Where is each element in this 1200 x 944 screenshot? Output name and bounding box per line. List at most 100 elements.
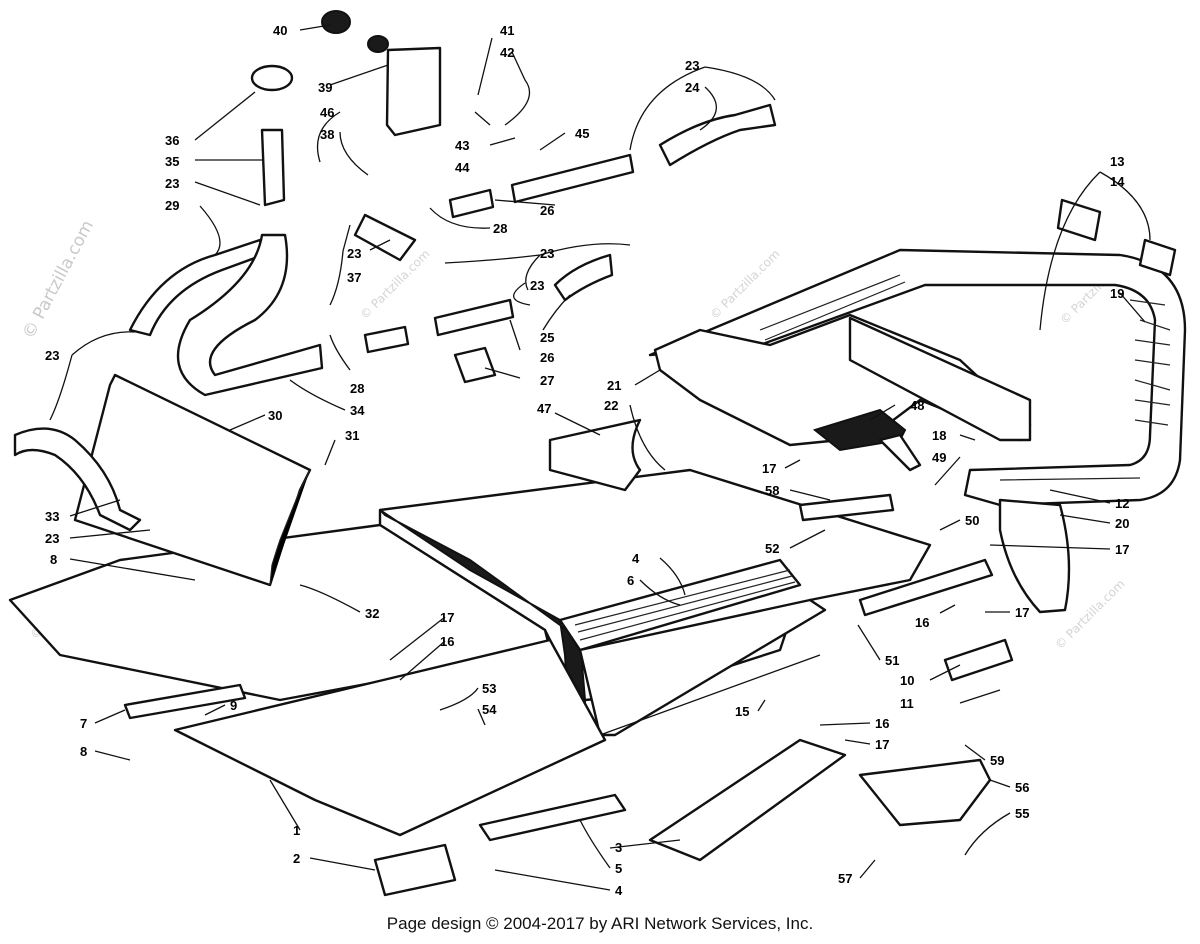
callout-31: 31 (345, 428, 359, 443)
callout-42: 42 (500, 45, 514, 60)
decal-14 (1138, 238, 1177, 277)
callout-15: 15 (735, 704, 749, 719)
tank-cap (321, 10, 351, 34)
callout-58: 58 (765, 483, 779, 498)
flap-hinge (878, 433, 922, 472)
callout-23-b: 23 (165, 176, 179, 191)
callout-12: 12 (1115, 496, 1129, 511)
pad-5 (478, 793, 627, 842)
callout-7: 7 (80, 716, 87, 731)
expansion-tank (385, 46, 442, 137)
callout-50: 50 (965, 513, 979, 528)
callout-23-g: 23 (45, 531, 59, 546)
board-rod (599, 654, 821, 736)
callout-14: 14 (1110, 174, 1125, 189)
tail-bracket (848, 316, 1032, 442)
bracket-7 (123, 683, 247, 720)
callout-30: 30 (268, 408, 282, 423)
callout-25: 25 (540, 330, 554, 345)
callout-2: 2 (293, 851, 300, 866)
callout-51: 51 (885, 653, 899, 668)
callout-4-b: 4 (615, 883, 623, 898)
tube-26-lower (433, 298, 515, 337)
callout-23-f: 23 (45, 348, 59, 363)
tank-cap-seal (367, 35, 389, 53)
bumper-texture (759, 274, 1171, 481)
callout-17-d: 17 (1015, 605, 1029, 620)
callout-48: 48 (910, 398, 924, 413)
callout-32: 32 (365, 606, 379, 621)
callout-47: 47 (537, 401, 551, 416)
callout-8-b: 8 (80, 744, 87, 759)
callout-10: 10 (900, 673, 914, 688)
callout-54: 54 (482, 702, 497, 717)
tube-51 (858, 558, 994, 617)
callout-33: 33 (45, 509, 59, 524)
callout-46: 46 (320, 105, 334, 120)
callout-55: 55 (1015, 806, 1029, 821)
lower-bracket-3 (648, 738, 847, 862)
callout-17-e: 17 (875, 737, 889, 752)
callout-16-b: 16 (915, 615, 929, 630)
callout-56: 56 (1015, 780, 1029, 795)
callout-36: 36 (165, 133, 179, 148)
callout-53: 53 (482, 681, 496, 696)
callout-40: 40 (273, 23, 287, 38)
callout-29: 29 (165, 198, 179, 213)
running-board (578, 598, 827, 737)
callout-26-a: 26 (540, 203, 554, 218)
heat-shield-47 (548, 418, 642, 492)
callout-21: 21 (607, 378, 621, 393)
callout-17-c: 17 (440, 610, 454, 625)
hose-34 (176, 233, 324, 397)
callout-6: 6 (627, 573, 634, 588)
tube-28-lower (363, 325, 410, 354)
callout-39: 39 (318, 80, 332, 95)
callout-59: 59 (990, 753, 1004, 768)
callout-16-c: 16 (875, 716, 889, 731)
footrest-left (173, 638, 607, 837)
callout-23-e: 23 (530, 278, 544, 293)
callout-44: 44 (455, 160, 470, 175)
filler-neck (260, 128, 286, 207)
callout-34: 34 (350, 403, 365, 418)
callout-45: 45 (575, 126, 589, 141)
decal-13 (1056, 198, 1102, 242)
plate-2 (373, 843, 457, 897)
tube-58 (798, 493, 895, 522)
hose-25 (553, 253, 614, 302)
callout-17-a: 17 (762, 461, 776, 476)
callout-17-b: 17 (1115, 542, 1129, 557)
callout-8-a: 8 (50, 552, 57, 567)
snow-flap (998, 498, 1071, 614)
tail-frame (653, 313, 1032, 447)
callout-20: 20 (1115, 516, 1129, 531)
tube-26-upper (510, 153, 635, 204)
callout-5: 5 (615, 861, 622, 876)
callout-1: 1 (293, 823, 300, 838)
callout-57: 57 (838, 871, 852, 886)
callout-9: 9 (230, 698, 237, 713)
callout-28-a: 28 (493, 221, 507, 236)
callout-11: 11 (900, 696, 914, 711)
radiator-cap (250, 64, 294, 92)
tube-28-upper (448, 188, 495, 219)
radiator-teeth (269, 469, 311, 586)
callout-38: 38 (320, 127, 334, 142)
hose-37 (353, 213, 417, 262)
watermark-side: © Partzilla.com (19, 217, 98, 342)
callout-52: 52 (765, 541, 779, 556)
callout-28-b: 28 (350, 381, 364, 396)
radiator (73, 373, 312, 587)
step-plate-56 (858, 758, 992, 827)
hose-33 (13, 427, 142, 532)
plate-10 (943, 638, 1014, 682)
callout-37: 37 (347, 270, 361, 285)
callout-22: 22 (604, 398, 618, 413)
callout-19: 19 (1110, 286, 1124, 301)
hose-24 (658, 103, 777, 167)
tunnel-hatch (574, 569, 796, 641)
callout-4-a: 4 (632, 551, 640, 566)
callout-43: 43 (455, 138, 469, 153)
